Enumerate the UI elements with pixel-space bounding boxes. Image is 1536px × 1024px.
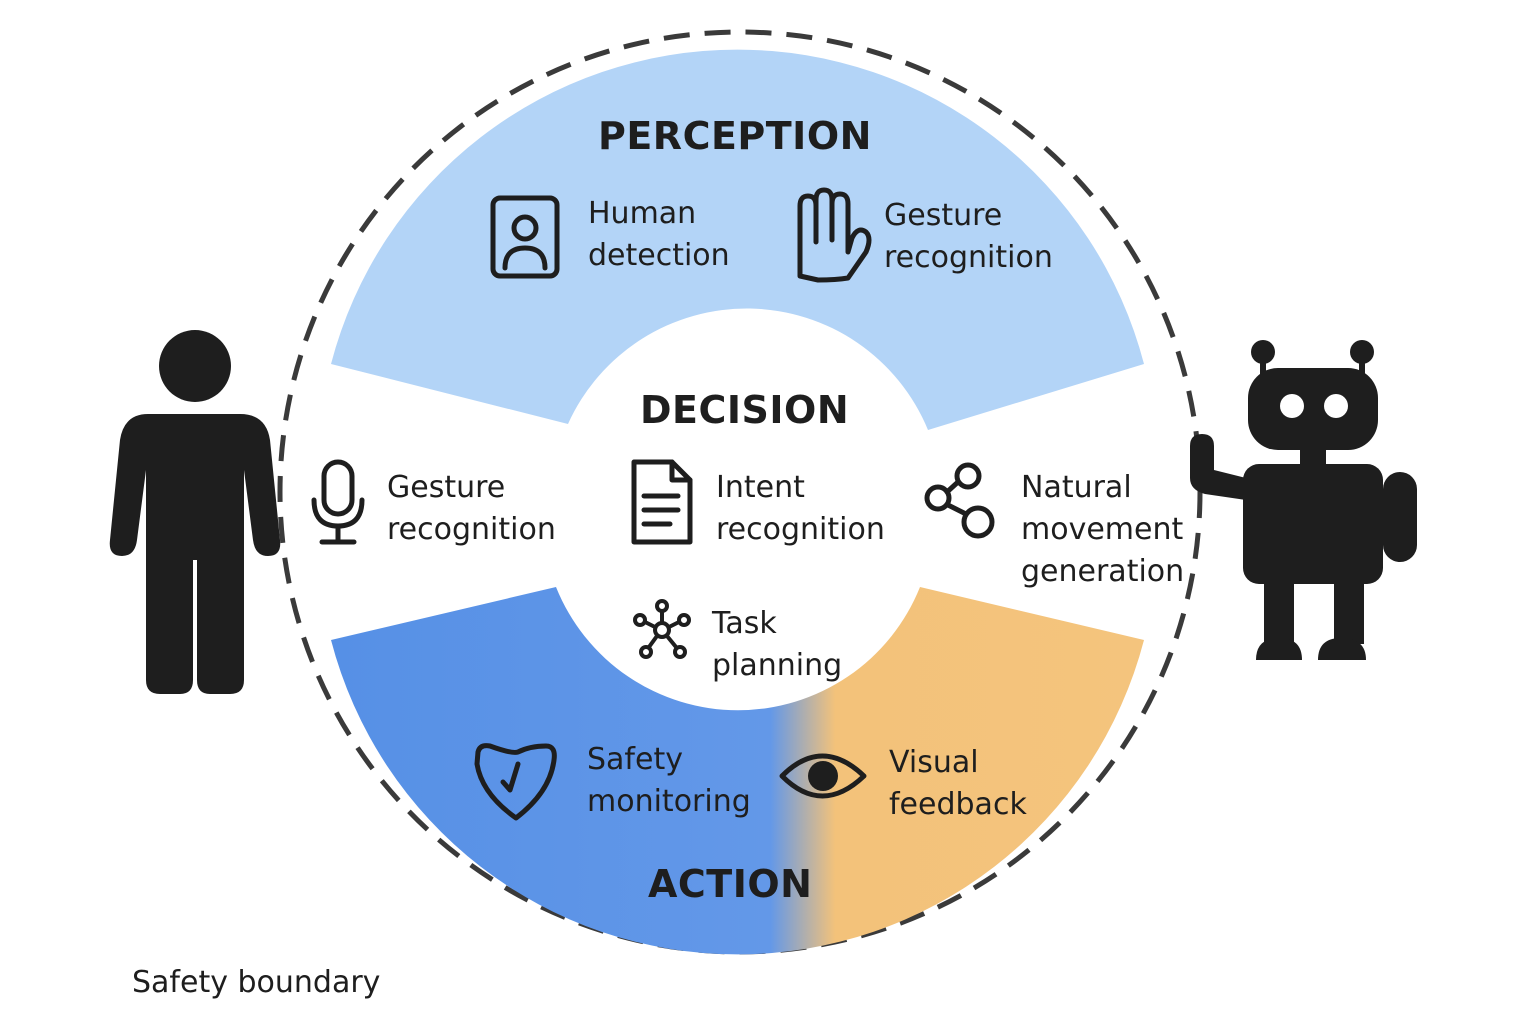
action-band: [331, 587, 1144, 955]
perception-item-gesture-recognition: Gesture recognition: [884, 195, 1053, 279]
item-line: Safety: [587, 742, 683, 777]
decision-title: DECISION: [640, 388, 850, 432]
shield-heart-check-icon: [474, 743, 557, 821]
perception-item-human-detection: Human detection: [588, 193, 730, 277]
item-line: Visual: [889, 745, 979, 780]
user-card-icon: [490, 195, 560, 279]
item-line: feedback: [889, 787, 1027, 822]
share-nodes-icon: [924, 462, 995, 539]
item-line: Task: [712, 606, 777, 641]
safety-boundary-label: Safety boundary: [132, 965, 381, 1000]
network-hub-icon: [633, 599, 691, 659]
robot-figure-icon: [1190, 340, 1417, 660]
action-item-visual-feedback: Visual feedback: [889, 742, 1027, 826]
item-line: detection: [588, 238, 730, 273]
microphone-icon: [311, 459, 365, 545]
human-figure-icon: [109, 330, 281, 694]
decision-item-intent-recognition: Intent recognition: [716, 467, 885, 551]
decision-item-gesture-recognition: Gesture recognition: [387, 467, 556, 551]
action-title: ACTION: [648, 862, 813, 906]
item-line: recognition: [387, 512, 556, 547]
item-line: recognition: [884, 240, 1053, 275]
perception-band: [331, 49, 1144, 431]
raised-hand-icon: [797, 187, 872, 283]
item-line: recognition: [716, 512, 885, 547]
item-line: Gesture: [387, 470, 506, 505]
action-item-safety-monitoring: Safety monitoring: [587, 739, 751, 823]
item-line: planning: [712, 648, 843, 683]
decision-item-natural-movement-generation: Natural movement generation: [1021, 467, 1184, 593]
item-line: Human: [588, 196, 697, 231]
eye-icon: [779, 753, 867, 799]
item-line: Intent: [716, 470, 805, 505]
document-icon: [631, 459, 693, 545]
item-line: Gesture: [884, 198, 1003, 233]
perception-title: PERCEPTION: [598, 114, 872, 158]
item-line: movement: [1021, 512, 1184, 547]
item-line: Natural: [1021, 470, 1132, 505]
decision-item-task-planning: Task planning: [712, 603, 842, 687]
item-line: generation: [1021, 554, 1185, 589]
item-line: monitoring: [587, 784, 751, 819]
